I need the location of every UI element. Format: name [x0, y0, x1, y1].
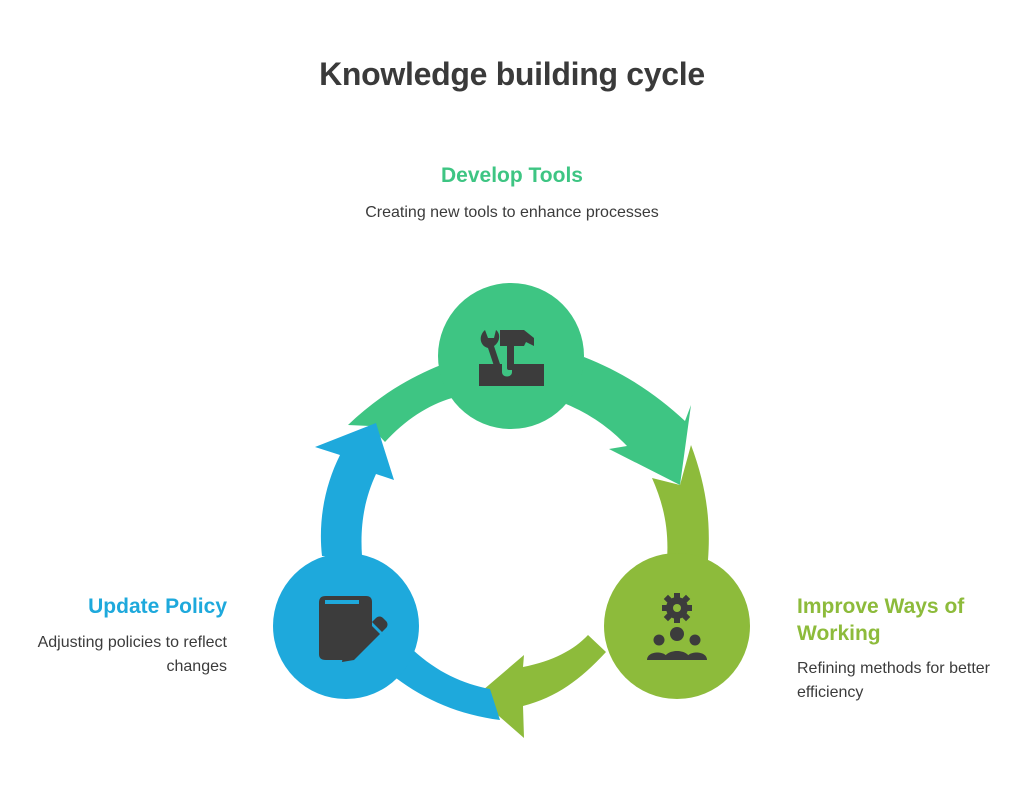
stage-circle-improve: [604, 553, 750, 699]
cycle-arc-develop-left: [348, 360, 455, 442]
cycle-arc-update-bottom: [396, 650, 500, 720]
cycle-arc-improve-right: [652, 445, 709, 560]
page-title: Knowledge building cycle: [319, 56, 705, 92]
stage-description-improve: Refining methods for better efficiency: [797, 660, 990, 701]
toolbox-icon: [479, 330, 544, 386]
stage-title-develop: Develop Tools: [441, 164, 583, 187]
stage-description-update: Adjusting policies to reflect changes: [37, 634, 227, 675]
stage-title-update: Update Policy: [88, 595, 227, 618]
policy-document-icon: [319, 596, 388, 662]
cycle-arrow-improve-to-update: [476, 635, 606, 738]
team-gear-icon: [647, 593, 707, 660]
cycle-arrow-develop-to-improve: [566, 357, 691, 485]
cycle-arrow-update-to-develop: [315, 423, 394, 556]
stage-description-develop: Creating new tools to enhance processes: [365, 204, 659, 221]
stage-title-improve: Improve Ways of Working: [797, 595, 965, 645]
